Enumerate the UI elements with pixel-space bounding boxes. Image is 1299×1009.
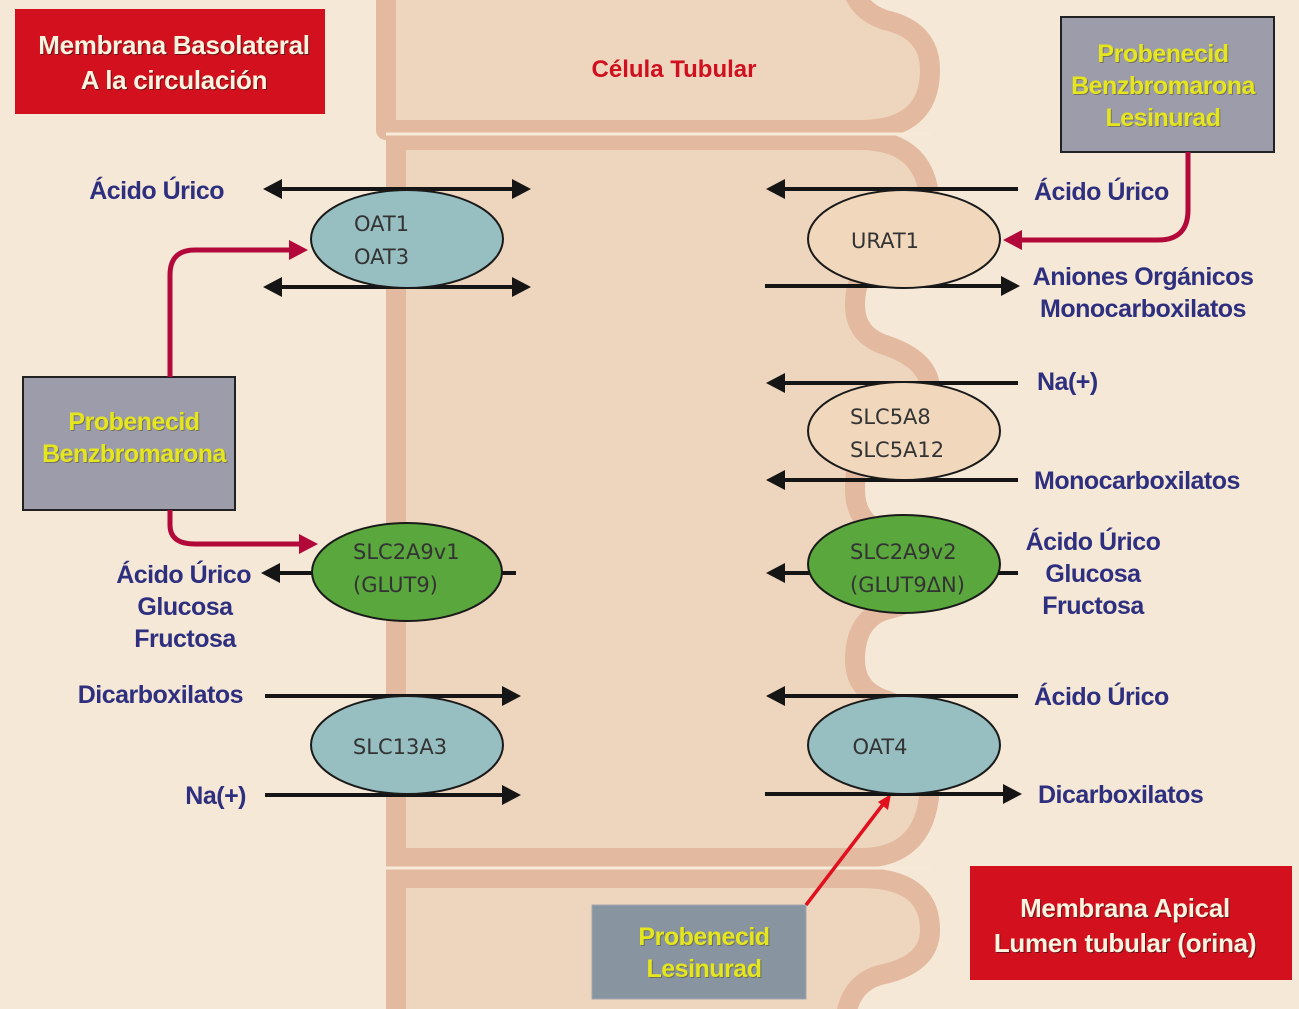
- svg-text:(GLUT9): (GLUT9): [353, 573, 438, 597]
- transporter-slc2a9v1: SLC2A9v1 (GLUT9): [311, 522, 503, 622]
- label-monocarboxilatos: Monocarboxilatos: [1034, 467, 1240, 495]
- apical-subtitle: Lumen tubular (orina): [994, 928, 1256, 958]
- transporter-oat4: OAT4: [807, 695, 1001, 795]
- inhibition-arrow-oat4: [804, 801, 886, 907]
- transporter-slc5a8-slc5a12: SLC5A8 SLC5A12: [807, 381, 1001, 481]
- svg-text:SLC13A3: SLC13A3: [353, 735, 447, 759]
- inhibition-arrow-slc2a9v1: [167, 510, 300, 547]
- label-fructosa: Fructosa: [134, 625, 237, 653]
- label-na: Na(+): [185, 782, 246, 810]
- svg-text:Membrana Basolateral: Membrana Basolateral: [39, 31, 310, 61]
- label-monocarboxilatos: Monocarboxilatos: [1040, 295, 1246, 323]
- svg-text:(GLUT9ΔN): (GLUT9ΔN): [850, 573, 965, 597]
- transporter-oat1-oat3: OAT1 OAT3: [310, 189, 504, 289]
- svg-text:SLC5A8: SLC5A8: [850, 405, 931, 429]
- label-acido-urico: Ácido Úrico: [116, 559, 251, 589]
- svg-text:SLC2A9v2: SLC2A9v2: [850, 540, 957, 564]
- drug-benzbromarona: Benzbromarona: [42, 440, 227, 468]
- arrowhead-icon: [878, 794, 891, 810]
- transporter-urat1: URAT1: [807, 189, 1001, 289]
- label-acido-urico: Ácido Úrico: [1026, 526, 1161, 556]
- svg-text:Probenecid: Probenecid: [639, 924, 770, 952]
- svg-text:Probenecid: Probenecid: [1098, 41, 1229, 69]
- arrowhead-icon: [1003, 230, 1022, 250]
- svg-text:Benzbromarona: Benzbromarona: [1072, 73, 1257, 101]
- svg-text:Probenecid: Probenecid: [69, 409, 200, 437]
- basolateral-title-box: Membrana Basolateral Membrana Basolatera…: [15, 9, 325, 114]
- cell-title: Célula Tubular: [592, 56, 757, 83]
- drug-box-top-right: Probenecid Probenecid Benzbromarona Benz…: [1060, 16, 1275, 153]
- inhibition-arrows: [167, 152, 1191, 907]
- label-glucosa: Glucosa: [1045, 560, 1142, 588]
- svg-text:SLC5A12: SLC5A12: [850, 438, 944, 462]
- svg-text:URAT1: URAT1: [851, 229, 919, 253]
- label-dicarboxilatos: Dicarboxilatos: [78, 681, 243, 709]
- label-dicarboxilatos: Dicarboxilatos: [1038, 781, 1203, 809]
- transporter-slc13a3: SLC13A3: [310, 695, 504, 795]
- svg-text:OAT1: OAT1: [354, 212, 409, 236]
- svg-text:Benzbromarona: Benzbromarona: [43, 441, 228, 469]
- label-aniones-organicos: Aniones Orgánicos: [1033, 263, 1254, 291]
- inhibition-arrow-urat1: [1020, 152, 1191, 243]
- apical-title-box: Membrana Apical Membrana Apical Lumen tu…: [970, 866, 1292, 980]
- drug-probenecid: Probenecid: [1097, 40, 1228, 68]
- label-acido-urico: Ácido Úrico: [1034, 681, 1169, 711]
- svg-text:Lumen tubular (orina): Lumen tubular (orina): [995, 929, 1257, 959]
- svg-text:A la circulación: A la circulación: [82, 66, 268, 96]
- svg-text:SLC2A9v1: SLC2A9v1: [353, 540, 460, 564]
- drug-benzbromarona: Benzbromarona: [1071, 72, 1256, 100]
- drug-lesinurad: Lesinurad: [1106, 104, 1221, 132]
- basolateral-title: Membrana Basolateral: [38, 30, 309, 60]
- label-glucosa: Glucosa: [137, 593, 234, 621]
- drug-probenecid: Probenecid: [638, 923, 769, 951]
- drug-box-left: Probenecid Probenecid Benzbromarona Benz…: [22, 376, 236, 511]
- basolateral-subtitle: A la circulación: [81, 65, 267, 95]
- drug-probenecid: Probenecid: [68, 408, 199, 436]
- label-acido-urico: Ácido Úrico: [1034, 176, 1169, 206]
- label-fructosa: Fructosa: [1042, 592, 1145, 620]
- label-na: Na(+): [1037, 368, 1098, 396]
- svg-text:Lesinurad: Lesinurad: [1107, 105, 1222, 133]
- apical-title: Membrana Apical: [1020, 893, 1230, 923]
- svg-text:OAT4: OAT4: [852, 735, 907, 759]
- transporter-slc2a9v2: SLC2A9v2 (GLUT9ΔN): [807, 514, 1001, 614]
- svg-text:Membrana Apical: Membrana Apical: [1021, 894, 1231, 924]
- label-acido-urico: Ácido Úrico: [89, 175, 224, 205]
- arrowhead-icon: [289, 240, 308, 260]
- drug-box-bottom: Probenecid Probenecid Lesinurad Lesinura…: [591, 904, 807, 1000]
- drug-lesinurad: Lesinurad: [647, 955, 762, 983]
- arrowhead-icon: [299, 534, 318, 554]
- svg-text:Lesinurad: Lesinurad: [648, 956, 763, 984]
- svg-text:OAT3: OAT3: [354, 245, 409, 269]
- upper-neighbor-cell: [376, 0, 940, 140]
- inhibition-arrow-oat1-oat3: [167, 247, 290, 377]
